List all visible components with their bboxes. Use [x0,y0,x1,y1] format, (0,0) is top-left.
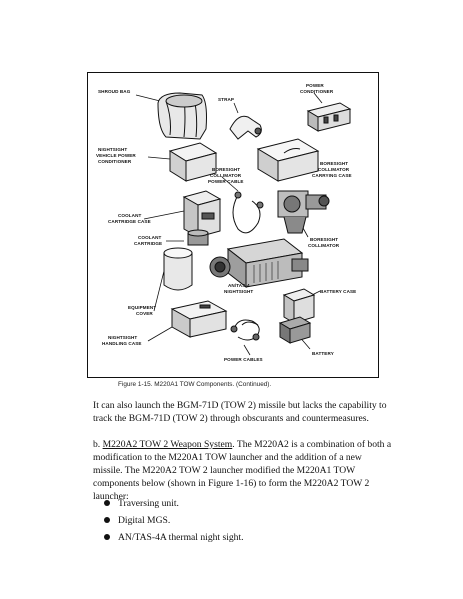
label-cc-line2: CARTRIDGE [134,241,162,246]
label-power-conditioner-line1: POWER [306,83,324,88]
label-ec-line2: COVER [136,311,153,316]
paragraph-m220a2: b. M220A2 TOW 2 Weapon System. The M220A… [93,438,393,503]
component-list: Traversing unit. Digital MGS. AN/TAS-4A … [104,497,244,548]
power-conditioner-drawing [306,102,352,132]
figure-labels: SHROUD BAG STRAP POWER CONDITIONER NIGHT… [96,83,356,362]
bullet-icon [104,534,110,540]
list-item-text: Digital MGS. [118,515,171,526]
label-vpc-line2: VEHICLE POWER [96,153,136,158]
list-item: AN/TAS-4A thermal night sight. [104,531,244,548]
label-bpc-line3: POWER CABLE [208,179,244,184]
shroud-bag-drawing [157,92,207,140]
boresight-collimator-drawing [277,190,330,234]
carrying-case-drawing [256,138,320,182]
label-power-conditioner-line2: CONDITIONER [300,89,334,94]
battery-drawing [278,316,312,344]
label-strap: STRAP [218,97,234,102]
label-ccc-line2: CARTRIDGE CASE [108,219,151,224]
label-shroud-bag: SHROUD BAG [98,89,131,94]
label-battery: BATTERY [312,351,334,356]
strap-drawing [229,115,262,140]
label-ec-line1: EQUIPMENT [128,305,156,310]
figure-caption: Figure 1-15. M220A1 TOW Components. (Con… [118,381,272,388]
label-vpc-line1: NIGHTSIGHT [98,147,127,152]
equipment-cover-drawing [163,247,193,291]
paragraph-label: b. [93,439,103,450]
bullet-icon [104,517,110,523]
list-item-text: Traversing unit. [118,498,179,509]
power-cable-drawing [232,191,264,234]
vehicle-power-conditioner-drawing [168,142,218,182]
handling-case-drawing [170,300,228,338]
list-item: Digital MGS. [104,514,244,531]
label-cc-line1: COOLANT [138,235,162,240]
section-heading: M220A2 TOW 2 Weapon System [102,439,233,450]
power-cables-drawing [230,319,260,341]
label-bcc-line2: COLLIMATOR [318,167,350,172]
coolant-cartridge-drawing [187,229,209,246]
label-bc-line2: COLLIMATOR [308,243,340,248]
label-battery-case: BATTERY CASE [320,289,356,294]
bullet-icon [104,500,110,506]
list-item: Traversing unit. [104,497,244,514]
label-bc-line1: BORESIGHT [310,237,338,242]
paragraph-body: . The M220A2 is a combination of both a … [93,439,392,502]
list-item-text: AN/TAS-4A thermal night sight. [118,532,244,543]
label-bpc-line1: BORESIGHT [212,167,240,172]
components-illustration: SHROUD BAG STRAP POWER CONDITIONER NIGHT… [96,83,356,362]
label-hc-line1: NIGHTSIGHT [108,335,137,340]
coolant-cartridge-case-drawing [182,190,222,238]
label-vpc-line3: CONDITIONER [98,159,132,164]
label-ns-line1: AN/TAS-4 [228,283,250,288]
label-bpc-line2: COLLIMATOR [210,173,242,178]
label-bcc-line1: BORESIGHT [320,161,348,166]
label-power-cables: POWER CABLES [224,357,263,362]
label-hc-line2: HANDLING CASE [102,341,142,346]
label-ccc-line1: COOLANT [118,213,142,218]
figure-frame: SHROUD BAG STRAP POWER CONDITIONER NIGHT… [87,72,379,378]
night-sight-drawing [209,238,309,289]
paragraph-tow2-capability: It can also launch the BGM-71D (TOW 2) m… [93,400,387,424]
label-bcc-line3: CARRYING CASE [312,173,352,178]
label-ns-line2: NIGHTSIGHT [224,289,253,294]
